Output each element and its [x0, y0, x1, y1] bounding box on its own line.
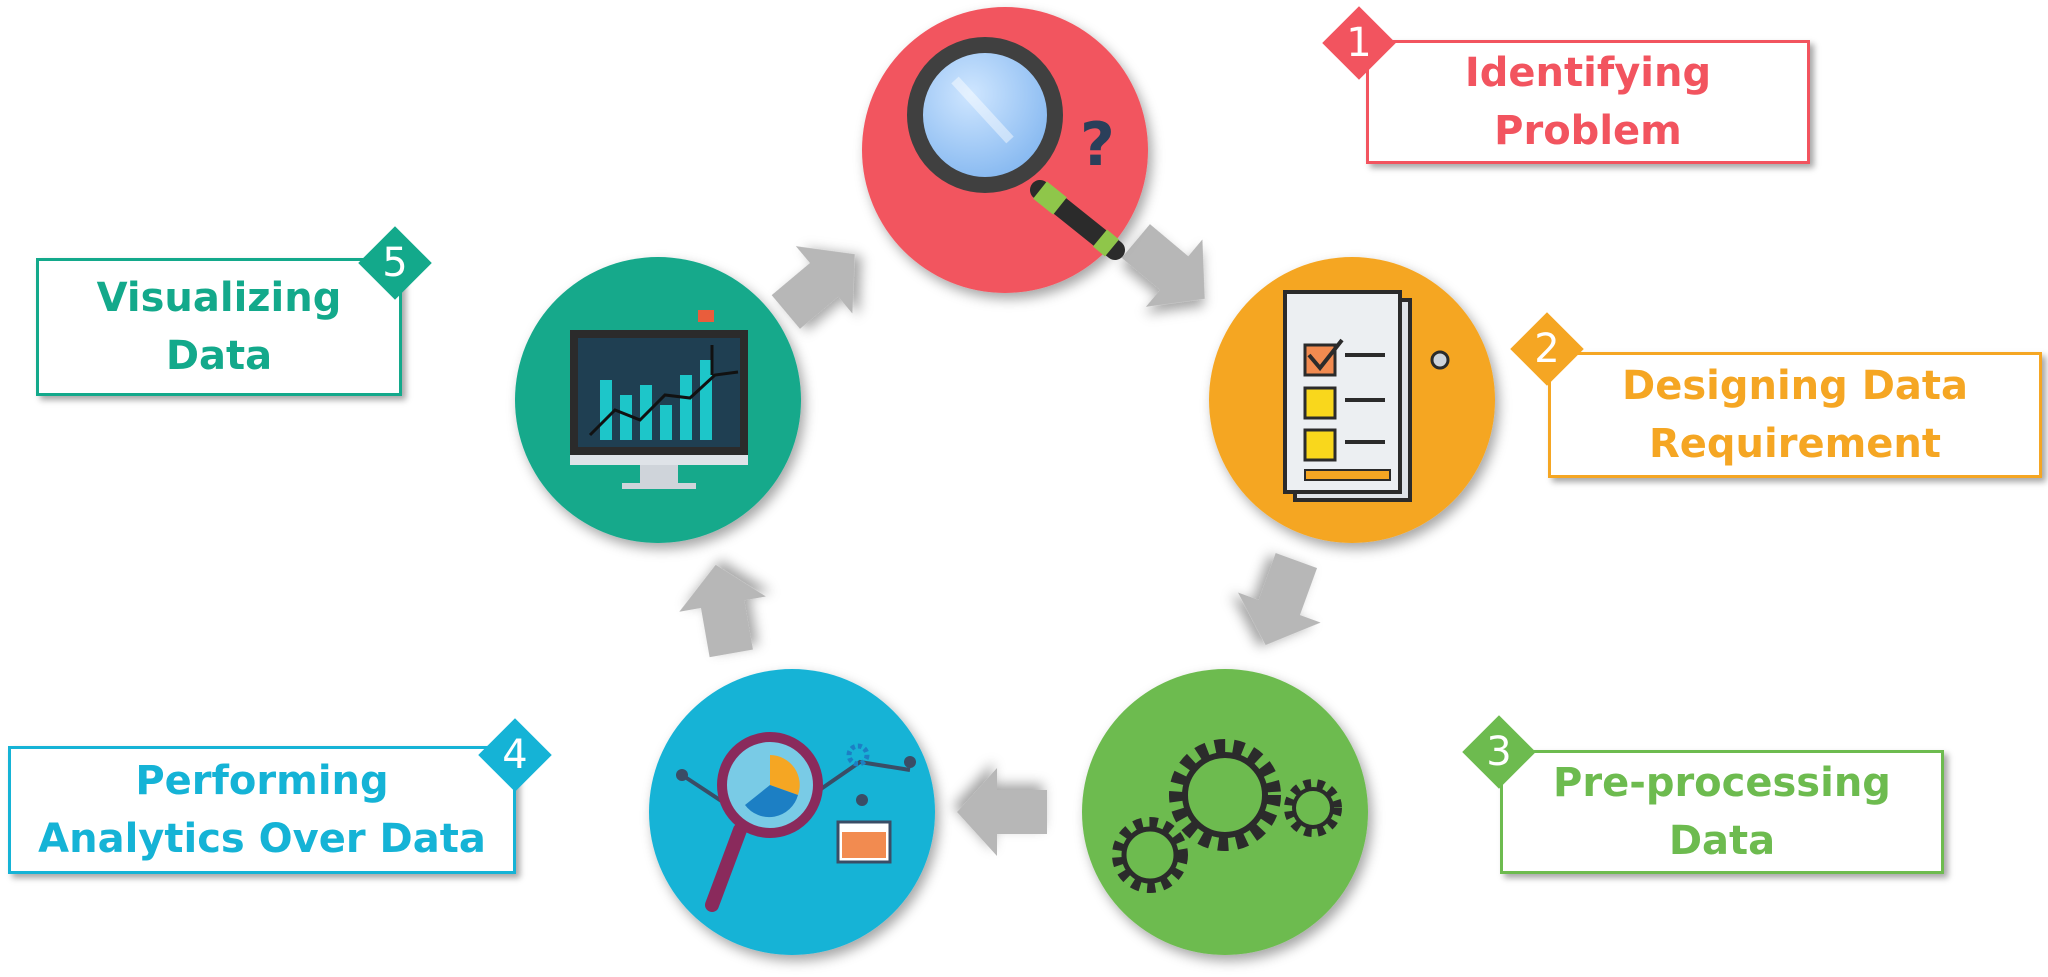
gears-icon: [1112, 739, 1342, 893]
magnifier-question-icon: ?: [907, 37, 1125, 260]
step-3-label: Pre-processing Data: [1553, 760, 1891, 864]
arrow-3-to-4: [957, 768, 1047, 856]
step-3-label-box: Pre-processing Data: [1500, 750, 1944, 874]
step-1-number: 1: [1346, 20, 1372, 66]
arrow-2-to-3: [1237, 553, 1321, 646]
step-2-number: 2: [1534, 326, 1560, 372]
arrow-1-to-2: [1121, 224, 1205, 307]
step-4-label-box: Performing Analytics Over Data: [8, 746, 516, 874]
step-5-number: 5: [382, 240, 408, 286]
step-4-number: 4: [502, 732, 528, 778]
checklist-document-icon: [1283, 290, 1450, 502]
step-3-number: 3: [1486, 729, 1512, 775]
step-2-label-box: Designing Data Requirement: [1548, 352, 2042, 478]
arrow-5-to-1: [771, 246, 855, 329]
arrow-4-to-5: [679, 564, 766, 658]
step-3-circle: [1082, 669, 1368, 955]
monitor-chart-icon: [570, 310, 748, 489]
step-1-label: Identifying Problem: [1464, 50, 1712, 154]
step-4-label: Performing Analytics Over Data: [38, 758, 486, 862]
step-5-circle: [515, 257, 801, 543]
step-4-circle: [649, 669, 935, 955]
svg-text:?: ?: [1080, 110, 1115, 180]
step-1-circle: ?: [862, 7, 1148, 293]
step-1-label-box: Identifying Problem: [1366, 40, 1810, 164]
step-2-label: Designing Data Requirement: [1621, 363, 1968, 467]
step-2-circle: [1209, 257, 1495, 543]
step-5-label: Visualizing Data: [96, 275, 342, 379]
analytics-magnifier-icon: [676, 732, 916, 912]
step-5-label-box: Visualizing Data: [36, 258, 402, 396]
